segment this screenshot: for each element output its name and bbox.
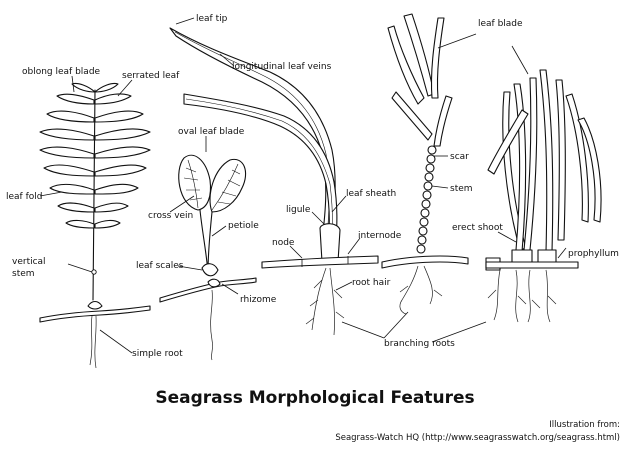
label-simple-root: simple root [132, 349, 183, 359]
credit-line-1: Illustration from: [549, 420, 620, 430]
label-scar: scar [450, 152, 469, 162]
plant-scar-stem [381, 13, 469, 315]
label-petiole: petiole [228, 221, 259, 231]
credit-line-2: Seagrass-Watch HQ (http://www.seagrasswa… [335, 433, 620, 443]
label-ligule: ligule [286, 205, 311, 215]
label-erect-shoot: erect shoot [452, 223, 503, 233]
label-stem: stem [450, 184, 473, 194]
label-leaf-blade: leaf blade [478, 19, 523, 29]
label-leaf-fold: leaf fold [6, 192, 42, 202]
label-root-hair: root hair [352, 278, 391, 288]
label-leaf-scales: leaf scales [136, 261, 184, 271]
feature-labels: oblong leaf blade serrated leaf leaf fol… [6, 14, 619, 359]
plant-serrated-leaf [39, 82, 151, 369]
label-node: node [272, 238, 295, 248]
label-serrated-leaf: serrated leaf [122, 71, 180, 81]
label-oblong-leaf-blade: oblong leaf blade [22, 67, 101, 77]
label-vertical-stem-line2: stem [12, 269, 35, 279]
label-longitudinal-leaf-veins: longitudinal leaf veins [232, 62, 332, 72]
plant-oval-leaf [159, 154, 257, 361]
label-oval-leaf-blade: oval leaf blade [178, 127, 245, 137]
label-branching-roots: branching roots [384, 339, 455, 349]
label-rhizome: rhizome [240, 295, 277, 305]
label-prophyllum: prophyllum [568, 249, 619, 259]
label-cross-vein: cross vein [148, 211, 193, 221]
label-vertical-stem-line1: vertical [12, 257, 46, 267]
diagram-title: Seagrass Morphological Features [155, 388, 475, 408]
callout-lines [39, 17, 567, 354]
plant-erect-shoots [485, 69, 602, 323]
label-leaf-tip: leaf tip [196, 14, 228, 24]
label-internode: internode [358, 231, 402, 241]
label-leaf-sheath: leaf sheath [346, 189, 396, 199]
